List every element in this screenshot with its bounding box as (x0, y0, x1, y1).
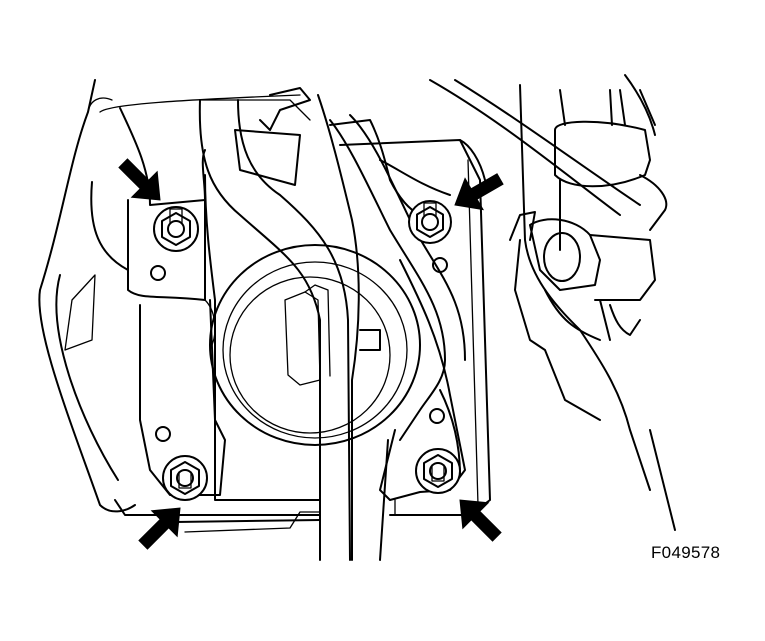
arrow-top-left-icon (118, 158, 161, 201)
flange-bolt-top-right (408, 200, 452, 244)
housing-outline (38, 74, 676, 561)
arrow-top-right-icon (454, 173, 504, 211)
arrow-bottom-right-icon (459, 499, 502, 542)
flange-bolt-top-left (153, 206, 199, 252)
arrow-bottom-left-icon (138, 507, 181, 550)
figure-code: F049578 (651, 543, 721, 562)
flange-bolt-bottom-left (162, 455, 208, 501)
arrow-icon (118, 158, 504, 550)
flange-bolt-bottom-right (415, 448, 461, 494)
